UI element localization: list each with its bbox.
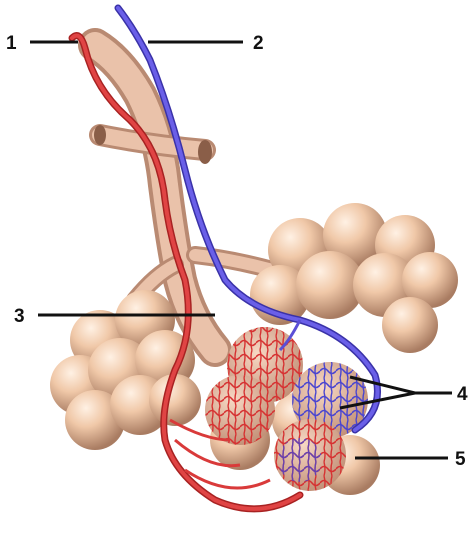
label-2: 2 (253, 33, 264, 54)
label-5: 5 (455, 449, 466, 470)
alveolar-sac-right (250, 203, 458, 353)
label-1: 1 (6, 33, 17, 54)
label-3: 3 (14, 306, 25, 327)
label-4: 4 (457, 384, 468, 405)
